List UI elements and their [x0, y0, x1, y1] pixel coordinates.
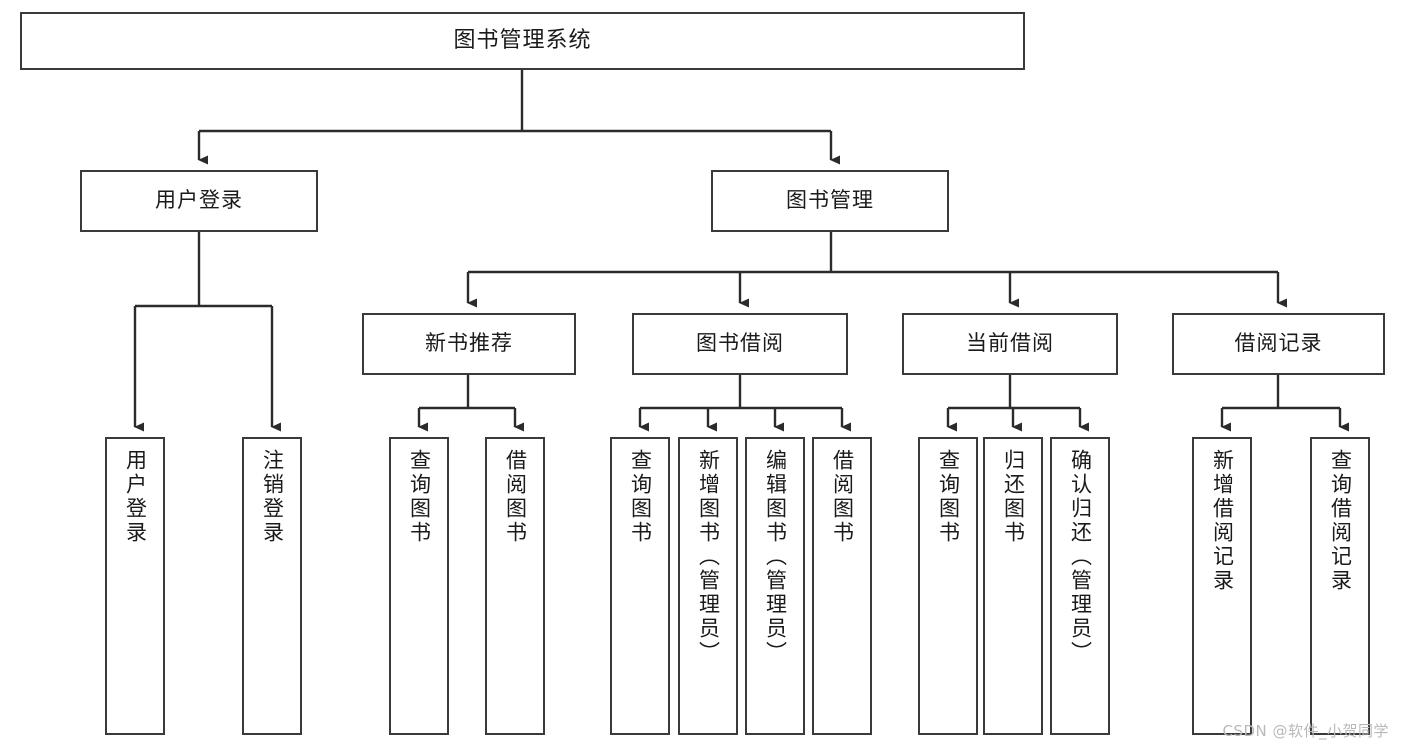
node-label: 图书借阅 [696, 331, 784, 356]
node-leaf-query-borrow-record[interactable]: 查询借阅记录 [1310, 437, 1370, 735]
node-label: 查询图书 [407, 449, 432, 545]
node-current-borrow[interactable]: 当前借阅 [902, 313, 1118, 375]
node-label: 借阅图书 [830, 449, 855, 545]
node-label: 新书推荐 [425, 331, 513, 356]
node-label: 归还图书 [1001, 449, 1026, 545]
node-label: 注销登录 [260, 449, 285, 545]
node-leaf-return-book[interactable]: 归还图书 [983, 437, 1043, 735]
node-label: 新增图书（管理员） [696, 449, 721, 665]
node-label: 图书管理 [786, 188, 874, 213]
node-leaf-query-book-recommend[interactable]: 查询图书 [389, 437, 449, 735]
node-label: 编辑图书（管理员） [763, 449, 788, 665]
node-user-login[interactable]: 用户登录 [80, 170, 318, 232]
node-label: 查询图书 [936, 449, 961, 545]
node-root-book-management-system[interactable]: 图书管理系统 [20, 12, 1025, 70]
node-leaf-borrow-book[interactable]: 借阅图书 [812, 437, 872, 735]
node-leaf-user-login[interactable]: 用户登录 [105, 437, 165, 735]
node-leaf-edit-book[interactable]: 编辑图书（管理员） [745, 437, 805, 735]
node-leaf-borrow-book-recommend[interactable]: 借阅图书 [485, 437, 545, 735]
watermark-text: CSDN @软件_小贺同学 [1222, 722, 1389, 740]
node-borrow-record[interactable]: 借阅记录 [1172, 313, 1385, 375]
node-label: 查询图书 [628, 449, 653, 545]
node-leaf-logout[interactable]: 注销登录 [242, 437, 302, 735]
node-book-borrow[interactable]: 图书借阅 [632, 313, 848, 375]
node-leaf-add-borrow-record[interactable]: 新增借阅记录 [1192, 437, 1252, 735]
node-label: 图书管理系统 [453, 27, 592, 53]
node-leaf-query-book-borrow[interactable]: 查询图书 [610, 437, 670, 735]
node-leaf-query-book-current[interactable]: 查询图书 [918, 437, 978, 735]
node-new-book-recommend[interactable]: 新书推荐 [362, 313, 576, 375]
node-label: 当前借阅 [966, 331, 1054, 356]
node-leaf-add-book[interactable]: 新增图书（管理员） [678, 437, 738, 735]
node-label: 用户登录 [155, 188, 243, 213]
node-leaf-confirm-return[interactable]: 确认归还（管理员） [1050, 437, 1110, 735]
node-book-management[interactable]: 图书管理 [711, 170, 949, 232]
node-label: 借阅记录 [1234, 331, 1323, 356]
node-label: 确认归还（管理员） [1068, 449, 1093, 665]
node-label: 新增借阅记录 [1210, 449, 1235, 593]
node-label: 用户登录 [123, 449, 148, 545]
node-label: 查询借阅记录 [1328, 449, 1353, 593]
node-label: 借阅图书 [503, 449, 528, 545]
